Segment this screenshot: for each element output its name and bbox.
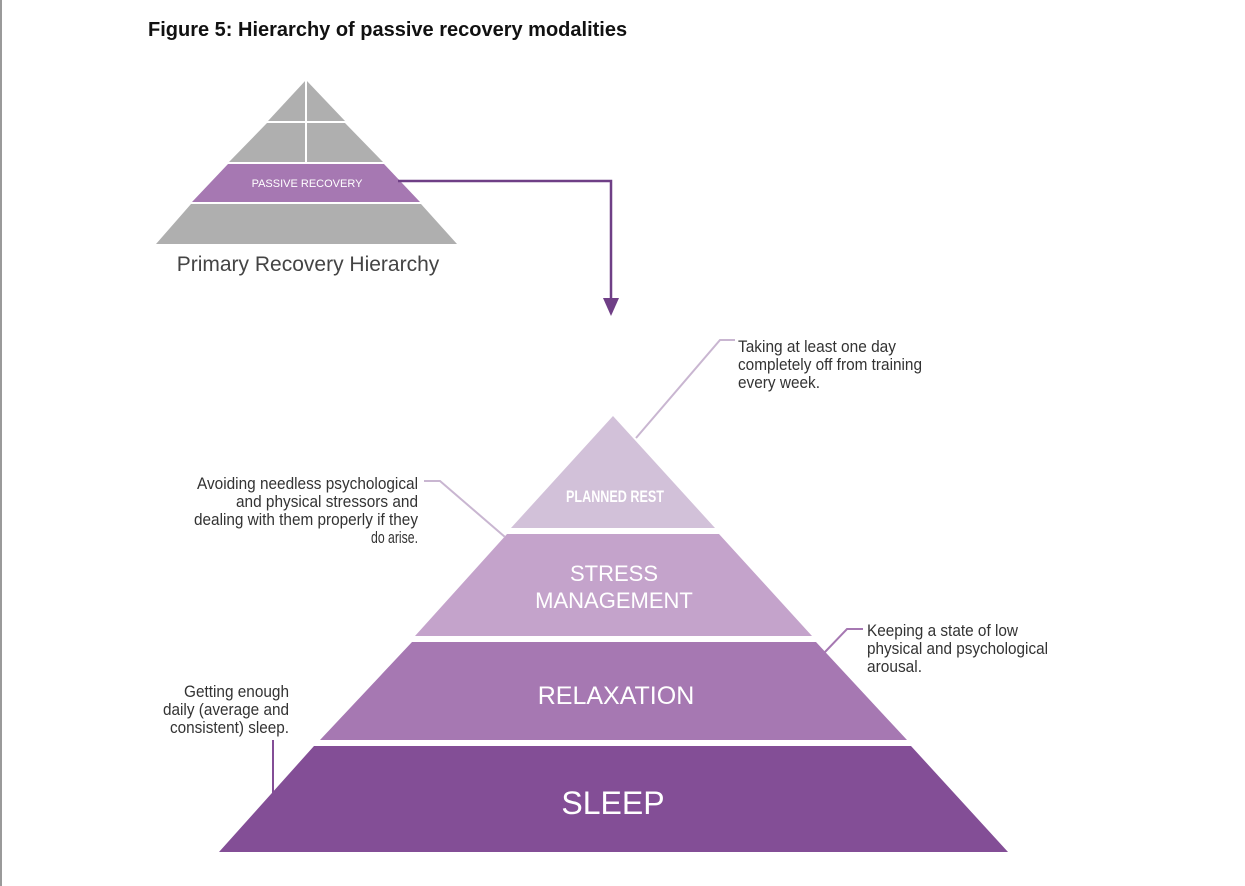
tier-sleep-label: SLEEP [561, 785, 664, 821]
annotation-stress-management-line2: and physical stressors and [236, 492, 418, 511]
small-pyramid-caption: Primary Recovery Hierarchy [177, 253, 440, 276]
tier-planned-rest-label: PLANNED REST [566, 487, 664, 506]
leader-lines [272, 339, 863, 793]
small-pyramid-passive-recovery-label: PASSIVE RECOVERY [252, 178, 364, 190]
page-border [0, 0, 2, 886]
tier-sleep [219, 746, 1008, 852]
annotation-planned-rest-line1: Taking at least one day [738, 337, 896, 356]
arrow-head-icon [603, 298, 619, 316]
annotation-relaxation-line2: physical and psychological [867, 639, 1048, 658]
passive-recovery-pyramid: PLANNED REST STRESS MANAGEMENT RELAXATIO… [219, 416, 1008, 852]
small-pyramid-passive-recovery-tier [192, 164, 420, 202]
annotation-relaxation-line1: Keeping a state of low [867, 621, 1019, 640]
annotation-sleep-line3: consistent) sleep. [170, 718, 289, 737]
annotation-stress-management: Avoiding needless psychological and phys… [194, 474, 418, 547]
tier-relaxation-label: RELAXATION [538, 682, 695, 710]
leader-stress-management [424, 480, 506, 538]
tier-relaxation [320, 642, 907, 740]
tier-stress-management-label-line1: STRESS [570, 561, 658, 586]
small-pyramid-bottom-tier [156, 204, 457, 244]
annotation-planned-rest-line2: completely off from training [738, 355, 922, 374]
tier-stress-management-label-line2: MANAGEMENT [535, 588, 693, 613]
primary-recovery-pyramid: PASSIVE RECOVERY Primary Recovery Hierar… [156, 80, 457, 276]
connector-arrow [398, 179, 619, 316]
annotation-sleep-line2: daily (average and [163, 700, 289, 719]
annotation-relaxation-line3: arousal. [867, 657, 922, 676]
annotation-stress-management-line1: Avoiding needless psychological [197, 474, 418, 493]
tier-planned-rest [511, 416, 715, 528]
leader-planned-rest [635, 339, 735, 439]
annotation-planned-rest-line3: every week. [738, 373, 820, 392]
annotation-stress-management-line4: do arise. [371, 528, 418, 547]
tier-stress-management [415, 534, 812, 636]
figure-title: Figure 5: Hierarchy of passive recovery … [148, 19, 628, 41]
leader-relaxation [824, 628, 863, 653]
annotation-planned-rest: Taking at least one day completely off f… [738, 337, 922, 392]
annotation-sleep-line1: Getting enough [184, 682, 289, 701]
annotation-stress-management-line3: dealing with them properly if they [194, 510, 418, 529]
annotation-relaxation: Keeping a state of low physical and psyc… [867, 621, 1048, 676]
annotation-sleep: Getting enough daily (average and consis… [163, 682, 289, 737]
